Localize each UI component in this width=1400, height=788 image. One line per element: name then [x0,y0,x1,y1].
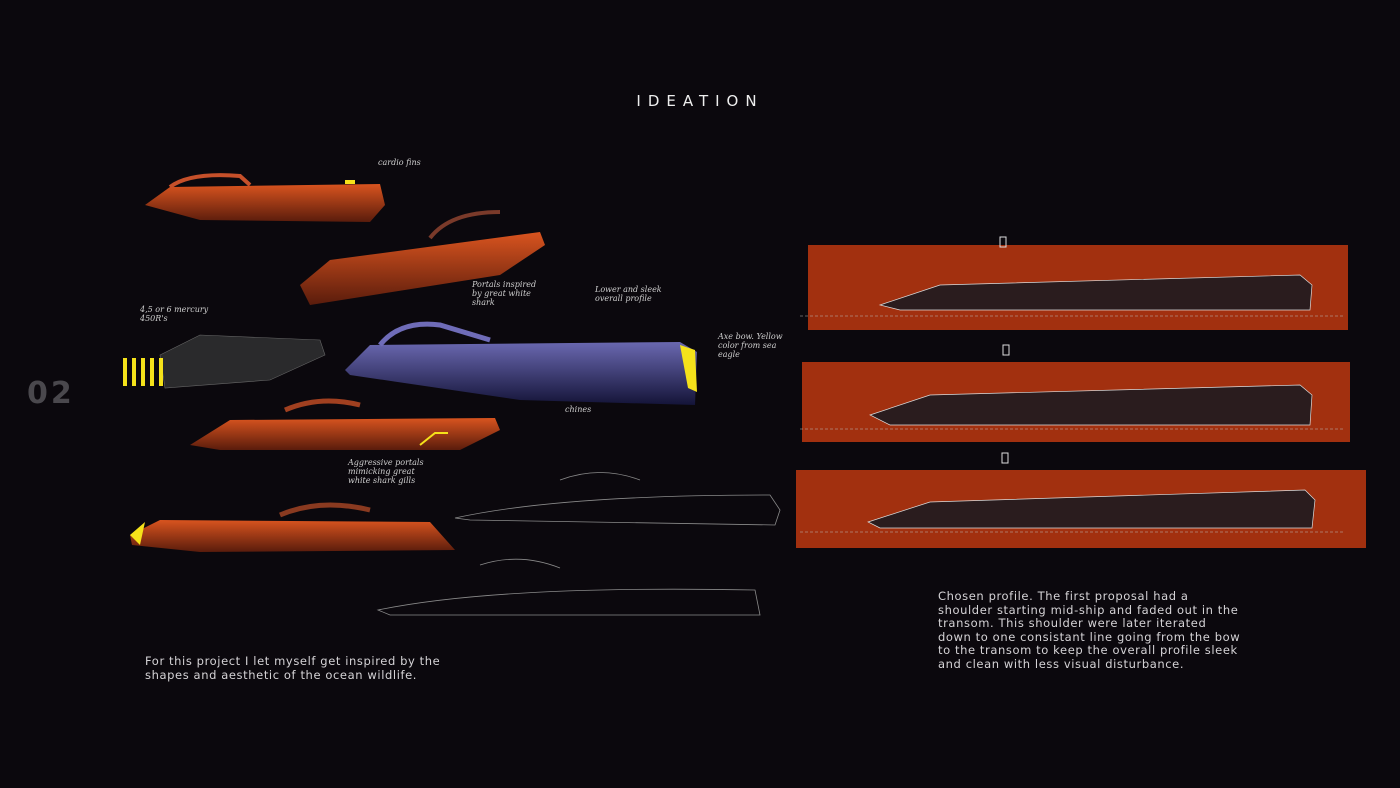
boat-sketch-4 [190,398,500,450]
page-title: IDEATION [636,92,764,110]
section-number: 02 [27,376,75,411]
note-chines: chines [565,405,592,414]
boat-sketch-navy [345,321,697,405]
note-profile: Lower and sleek overall profile [595,285,662,303]
note-bow: Axe bow. Yellow color from sea eagle [718,332,783,359]
profile-variants [796,236,1366,548]
boat-sketch-3 [123,334,326,389]
caption-left: For this project I let myself get inspir… [145,654,441,682]
boat-sketch-1 [145,173,385,222]
caption-right: Chosen profile. The first proposal had a… [938,589,1241,671]
boat-sketch-2 [300,210,545,305]
profile-3 [796,452,1366,548]
boat-sketch-outline-1 [454,472,781,526]
note-fins: cardio fins [378,158,421,167]
profile-2 [800,344,1350,442]
boat-sketch-outline-2 [376,558,761,616]
note-engines: 4,5 or 6 mercury 450R's [140,305,209,323]
note-gills: Aggressive portals mimicking great white… [348,458,424,485]
note-portals: Portals inspired by great white shark [472,280,537,307]
profile-1 [800,236,1348,330]
boat-sketch-5 [130,502,455,552]
